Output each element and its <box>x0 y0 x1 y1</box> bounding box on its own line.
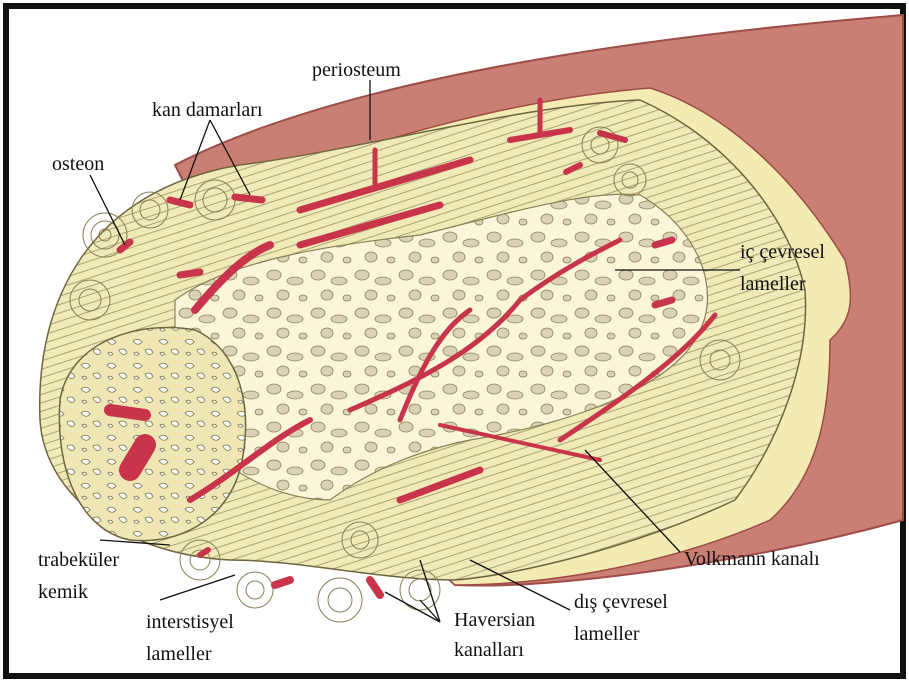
label-trabekuler-line2: kemik <box>38 581 88 603</box>
label-trabekuler-line1: trabeküler <box>38 549 119 571</box>
label-interstisyel-line2: lameller <box>146 643 212 665</box>
label-kan-damarlari: kan damarları <box>152 99 263 121</box>
label-osteon: osteon <box>52 153 104 175</box>
label-dis-cevresel-line2: lameller <box>574 623 640 645</box>
label-interstisyel-line1: interstisyel <box>146 611 234 633</box>
label-volkmann: Volkmann kanalı <box>684 548 820 570</box>
label-haversian-line1: Haversian <box>454 609 535 631</box>
label-haversian-line2: kanalları <box>454 639 524 661</box>
trabecular-end <box>59 328 245 541</box>
label-periosteum: periosteum <box>312 59 401 81</box>
label-ic-cevresel-line2: lameller <box>740 273 806 295</box>
label-dis-cevresel-line1: dış çevresel <box>574 591 668 613</box>
label-ic-cevresel-line1: iç çevresel <box>740 241 825 263</box>
